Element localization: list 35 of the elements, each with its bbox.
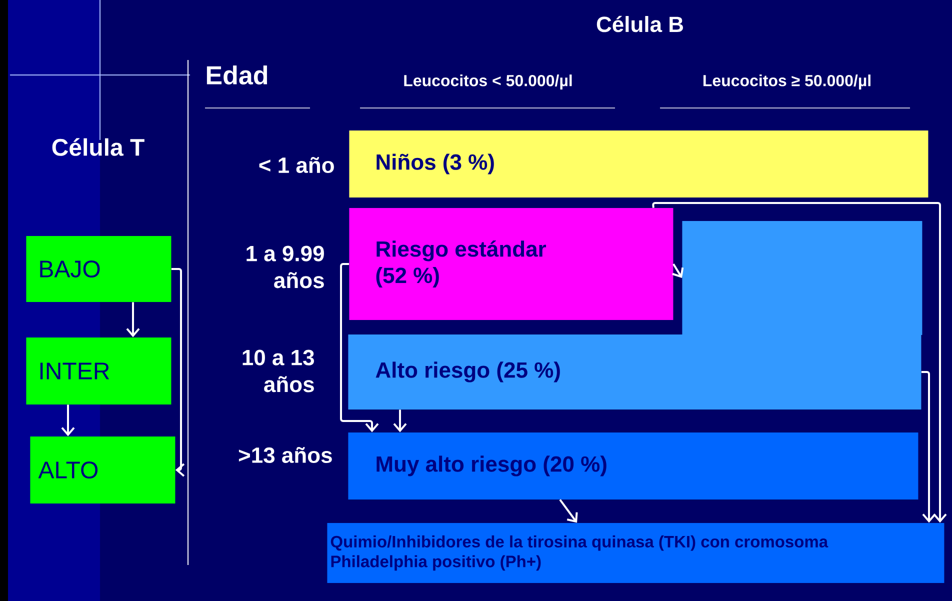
- box-text: Quimio/Inhibidores de la tirosina quinasa (TKI) con cromosoma Philadelphia positivo (Ph+): [330, 535, 828, 571]
- heading-text: Edad: [206, 65, 268, 85]
- risk-box: [349, 208, 674, 320]
- box-text: Muy alto riesgo (20 %): [376, 456, 606, 476]
- arrow: [171, 268, 185, 477]
- box-text: ALTO: [38, 462, 98, 478]
- arrow: [340, 263, 379, 432]
- risk-box: [327, 523, 944, 583]
- arrow: [393, 410, 407, 432]
- arrow: [672, 263, 684, 278]
- heading-text: Leucocitos < 50.000/µl: [404, 74, 572, 90]
- arrow: [652, 202, 947, 523]
- heading-text: < 1 año: [259, 156, 334, 174]
- heading-text: >13 años: [238, 446, 332, 464]
- heading-text: 1 a 9.99 años: [246, 246, 324, 288]
- level-box: [30, 436, 176, 504]
- box-text: BAJO: [40, 260, 100, 278]
- heading-text: 10 a 13 años: [242, 350, 314, 392]
- level-box: [26, 338, 172, 404]
- box-text: INTER: [40, 362, 110, 380]
- arrow: [921, 371, 936, 523]
- empty-box: [682, 221, 922, 335]
- arrow: [126, 302, 140, 338]
- risk-box: [348, 432, 918, 500]
- box-text: Niños (3 %): [376, 154, 494, 174]
- box-text: Riesgo estándar (52 %): [376, 240, 546, 288]
- heading-text: Leucocitos ≥ 50.000/µl: [703, 74, 870, 90]
- level-box: [26, 236, 172, 302]
- arrow: [559, 499, 578, 523]
- risk-box: [349, 130, 928, 198]
- heading-text: Célula T: [52, 138, 144, 156]
- heading-text: Célula B: [596, 16, 683, 32]
- box-text: Alto riesgo (25 %): [376, 362, 560, 382]
- arrow: [61, 404, 75, 436]
- risk-box: [348, 334, 922, 410]
